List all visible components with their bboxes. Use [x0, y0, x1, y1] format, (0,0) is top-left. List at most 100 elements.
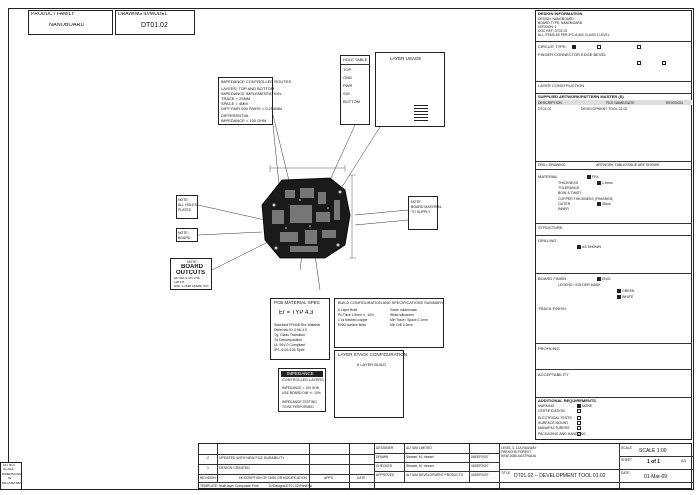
- note-b-line: BOARD: [178, 236, 191, 240]
- impedance-box-line: USE BOARD DIM +/- 10%: [282, 391, 321, 395]
- company-line: FRENCHS FOREST: [501, 450, 532, 454]
- hole-table-title: HOLE TABLE: [343, 58, 368, 62]
- impedance-line: DIFFERENTIAL: [221, 114, 250, 118]
- profiling-label: PROFILING: [538, 347, 560, 351]
- finish-option: ENIG: [602, 277, 611, 281]
- outer-checkbox[interactable]: [597, 202, 601, 206]
- legend-option: WHITE: [622, 295, 634, 299]
- structure-label: STRUCTURE: [538, 226, 563, 230]
- surface-checkbox[interactable]: [577, 421, 581, 425]
- impedance-line: IMPEDANCE = 100 OHM: [221, 119, 267, 123]
- thickness-option: 1.6mm: [602, 181, 613, 185]
- note-b-box: NOTE: BOARD: [176, 228, 198, 242]
- artwork-cell: DEVELOPMENT TOOL 01.02: [581, 107, 628, 111]
- manufacturers-label: MANUFACTURERS: [538, 426, 570, 430]
- sheet-label: SHEET: [621, 458, 632, 462]
- thickness-checkbox[interactable]: [597, 181, 601, 185]
- mask-option: GREEN: [622, 289, 635, 293]
- impedance-line: DIFF PAIR 090 PAIRS = 0.254MM: [221, 107, 282, 111]
- pcb-spec-line: UL 94V-0 Compliant: [274, 343, 306, 347]
- note-a-box: NOTE: ALL HOLES PLATED: [176, 195, 198, 219]
- company-line: LEVEL 3, 12A RAILWAY: [501, 446, 537, 450]
- dns-line: MILLIMETRES: [2, 482, 23, 485]
- mask-checkbox[interactable]: [617, 289, 621, 293]
- bow-label: BOW & TWIST: [558, 191, 582, 195]
- circuit-type-checkbox[interactable]: [597, 45, 601, 49]
- desc-col-header: DESCRIPTION OF TASK OR MODIFICATION: [239, 476, 307, 480]
- scale-label: SCALE: [621, 446, 632, 450]
- circuit-type-label: CIRCUIT TYPE:: [538, 45, 567, 49]
- checked-name: Stewart, M. Hessel: [406, 464, 434, 468]
- drill-label: DRILL DRAWING: [538, 163, 566, 167]
- designer-name: ALTIUM LIMITED: [406, 446, 432, 450]
- circuit-type-checkbox[interactable]: [572, 45, 576, 49]
- pcb-material-box: PCB MATERIAL SPEC Er = TYP 4.3 Standard …: [270, 298, 330, 360]
- electrical-checkbox[interactable]: [577, 416, 581, 420]
- approved-label: APPROVED: [376, 473, 395, 477]
- impedance-line: LAYERS: TOP AND BOTTOM: [221, 87, 275, 91]
- finish-checkbox[interactable]: [597, 277, 601, 281]
- packaging-checkbox[interactable]: [577, 432, 581, 436]
- outer-option: 35um: [602, 202, 611, 206]
- outcuts-line: LAYER: [174, 281, 185, 284]
- marking-checkbox[interactable]: [577, 404, 581, 408]
- pcb-spec-title: PCB MATERIAL SPEC: [274, 301, 321, 305]
- drilling-option: AS SHOWN: [582, 245, 602, 249]
- layer-construction-label: LAYER CONSTRUCTION: [538, 84, 585, 88]
- impedance-title: IMPEDANCE: [287, 371, 314, 376]
- impedance-notes-title: IMPEDANCE CONTROLLED ROUTES: [221, 80, 292, 84]
- pcb-spec-line: IPC-4101/126 Spec: [274, 348, 305, 352]
- additional-label: ADDITIONAL REQUIREMENTS: [538, 399, 596, 403]
- rev-row-num: 2: [207, 456, 209, 460]
- surface-label: SURFACE MOUNT: [538, 421, 569, 425]
- drawing-model-box: DRAWING ID/MODEL DT01.02: [115, 10, 195, 35]
- marking-label: MARKING: [538, 404, 555, 408]
- finger-label: FINGER CONNECTOR EDGE BEVEL: [538, 53, 607, 57]
- build-spec-line: Min Drill 0.2mm: [390, 323, 413, 327]
- build-spec-line: 6 Layer Build: [338, 308, 358, 312]
- impedance-line: IMPEDANCE IMPLEMENTATION:: [221, 92, 282, 96]
- template-text: TEMPLATE: Multi-layer Composite Print: [200, 484, 259, 488]
- product-family-box: PRODUCT FAMILY NANOBOARD: [28, 10, 113, 35]
- drawn-name: Stewart, M. Hessel: [406, 455, 434, 459]
- artwork-description-col: DESCRIPTION: [538, 100, 562, 105]
- product-family-value: NANOBOARD: [49, 23, 85, 28]
- build-spec-line: 1 oz finished copper: [338, 318, 368, 322]
- build-spec-line: ENIG surface finish: [338, 323, 367, 327]
- hole-table-row: PWR: [343, 84, 353, 88]
- outcuts-note-label: NOTE:: [187, 260, 198, 264]
- pcb-spec-formula: Er = TYP 4.3: [279, 310, 314, 316]
- design-line: VERSION: 1: [538, 25, 557, 29]
- note-a-line: NOTE:: [178, 198, 189, 202]
- certification-checkbox[interactable]: [577, 409, 581, 413]
- drawing-title: DT01.02 -- DEVELOPMENT TOOL 01.02: [514, 473, 606, 479]
- sheet-size: A3: [681, 459, 686, 463]
- appd-col-header: APPD: [324, 476, 333, 480]
- drawing-frame: [8, 8, 694, 490]
- note-a-line: PLATED: [178, 208, 192, 212]
- certification-label: CERTIFICATION: [538, 409, 565, 413]
- artwork-cell: DT01.02: [538, 107, 552, 111]
- note-a-line: ALL HOLES: [178, 203, 197, 207]
- date-col-header: DATE: [357, 476, 366, 480]
- impedance-notes-box: IMPEDANCE CONTROLLED ROUTES LAYERS: TOP …: [218, 77, 291, 125]
- circuit-type-checkbox[interactable]: [637, 45, 641, 49]
- track-finish-label: TRACK FINISH: [538, 307, 566, 311]
- pcb-spec-line: Td Decomposition: [274, 338, 303, 342]
- manufacturers-checkbox[interactable]: [577, 426, 581, 430]
- material-checkbox[interactable]: [587, 175, 591, 179]
- finger-checkbox[interactable]: [662, 61, 666, 65]
- rev-row-desc: UPDATED WITH NEW FILE DURABILITY: [219, 456, 285, 460]
- finger-checkbox[interactable]: [637, 61, 641, 65]
- drilling-checkbox[interactable]: [577, 245, 581, 249]
- impedance-line: TRACE = 25MM: [221, 97, 251, 101]
- hole-table-row: GND: [343, 76, 352, 80]
- legend-label: LEGEND / SOLDER MASK: [558, 283, 601, 287]
- build-spec-line: Pk Thick 1.6mm +/- 10%: [338, 313, 374, 317]
- layer-usage-box: LAYER USAGE: [375, 52, 445, 127]
- date-label: DATE: [621, 471, 630, 475]
- impedance-box-line: TO BE PERFORMED: [282, 405, 314, 409]
- legend-checkbox[interactable]: [617, 295, 621, 299]
- dns-line: DO NOT: [3, 464, 16, 467]
